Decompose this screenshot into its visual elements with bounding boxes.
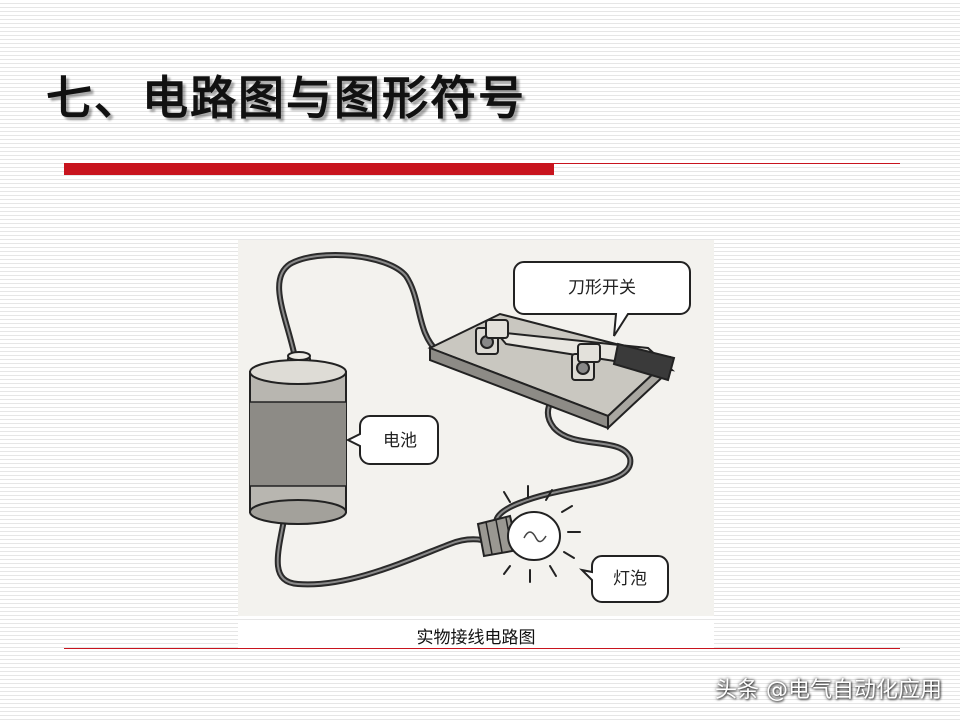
circuit-illustration: 刀形开关 电池 灯泡: [238, 240, 714, 616]
label-callout-bulb: 灯泡: [578, 555, 669, 603]
bottom-rule: [64, 648, 900, 649]
knife-switch: [427, 312, 676, 431]
light-bulb: [476, 485, 581, 583]
label-callout-battery: 电池: [345, 415, 439, 465]
battery: [249, 351, 347, 525]
title-underline-thick: [64, 163, 554, 175]
label-battery: 电池: [383, 431, 417, 451]
footer-watermark: 头条 @电气自动化应用: [715, 678, 942, 703]
label-knife-switch: 刀形开关: [568, 278, 636, 298]
title-underline-thin: [554, 163, 900, 164]
figure-caption: 实物接线电路图: [238, 623, 714, 648]
label-callout-knife-switch: 刀形开关: [513, 261, 691, 337]
label-bulb: 灯泡: [613, 569, 647, 589]
slide-title: 七、电路图与图形符号: [46, 71, 526, 125]
